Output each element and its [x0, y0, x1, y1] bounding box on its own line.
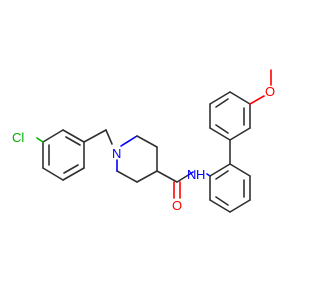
chlorine-atom-label: Cl	[12, 130, 24, 145]
bond	[120, 135, 138, 147]
bond	[62, 129, 85, 143]
bond	[62, 167, 85, 181]
bond	[63, 164, 79, 174]
bond	[215, 196, 229, 206]
bond	[156, 170, 178, 183]
bond	[42, 167, 64, 181]
bond	[215, 170, 229, 180]
structure-canvas: Cl N N H O O	[12, 69, 275, 213]
bond	[176, 173, 191, 183]
bond	[209, 127, 231, 141]
bond	[83, 129, 107, 143]
amide-hydrogen-label: H	[196, 167, 205, 182]
bond	[116, 170, 138, 183]
bond	[229, 91, 251, 105]
bond	[65, 136, 81, 146]
chlorophenyl-ring	[42, 129, 85, 181]
bond	[136, 170, 158, 183]
bond	[209, 163, 231, 177]
bond	[209, 91, 231, 105]
bond	[229, 127, 251, 141]
bond	[215, 98, 229, 108]
methoxyphenyl-ring	[209, 91, 251, 141]
bond	[215, 124, 229, 134]
bond	[209, 199, 231, 213]
amide-nitrogen-label: N	[187, 167, 196, 182]
bond	[105, 129, 113, 145]
piperidine-ring	[116, 135, 158, 183]
anilide-ring	[209, 163, 251, 213]
bond	[136, 135, 158, 148]
piperidine-nitrogen-label: N	[112, 146, 121, 161]
bond	[229, 163, 251, 177]
molecule-drawing: Cl N N H O O	[12, 69, 275, 213]
c-cl-bond	[36, 137, 44, 143]
bond	[189, 171, 194, 175]
ether-oxygen-label: O	[265, 84, 275, 99]
carbonyl-oxygen-label: O	[172, 198, 182, 213]
bond	[229, 199, 251, 213]
bond	[249, 95, 265, 105]
bond	[42, 129, 64, 143]
